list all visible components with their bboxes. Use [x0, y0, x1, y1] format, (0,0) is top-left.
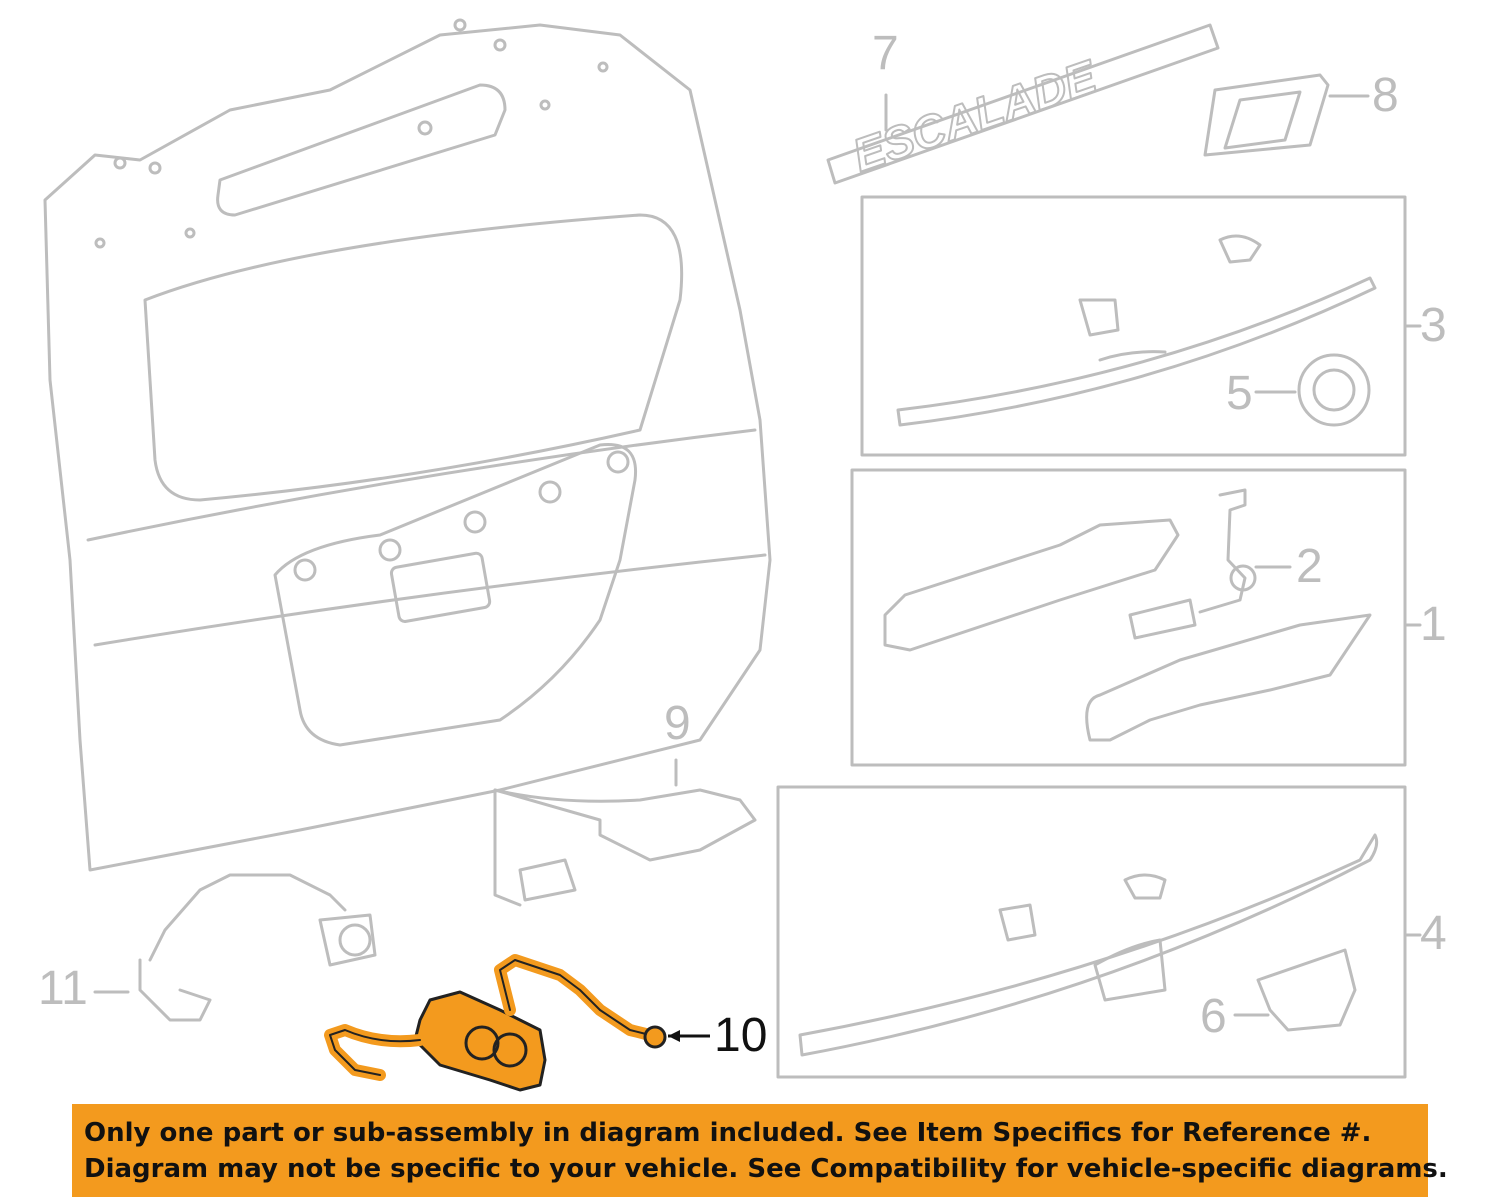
callout-10: 10 — [714, 1009, 768, 1062]
callout-3: 3 — [1420, 299, 1447, 352]
callout-8: 8 — [1372, 69, 1399, 122]
parts-diagram: ESCALADE — [43, 18, 1422, 1092]
group-box-3 — [860, 195, 1407, 457]
disclaimer-banner: Only one part or sub-assembly in diagram… — [72, 1104, 1448, 1197]
camera-harness — [138, 873, 377, 1022]
callout-11: 11 — [38, 962, 88, 1015]
disclaimer-line-2: Diagram may not be specific to your vehi… — [84, 1153, 1448, 1184]
callout-7: 7 — [872, 27, 899, 80]
lower-molding — [798, 833, 1379, 1057]
highlighted-part-10 — [324, 954, 667, 1092]
callout-5: 5 — [1226, 367, 1253, 420]
callout-4: 4 — [1420, 907, 1447, 960]
callout-2: 2 — [1296, 540, 1323, 593]
callout-10-arrowhead — [668, 1030, 680, 1042]
callout-1: 1 — [1420, 598, 1447, 651]
handle-assembly — [883, 488, 1372, 742]
license-lamp-harness — [493, 788, 757, 907]
callout-6: 6 — [1200, 990, 1227, 1043]
badge-emblem — [1203, 73, 1330, 157]
callout-9: 9 — [664, 697, 691, 750]
disclaimer-line-1: Only one part or sub-assembly in diagram… — [84, 1117, 1372, 1148]
group-box-1 — [850, 468, 1407, 767]
group-box-4 — [776, 785, 1407, 1079]
liftgate-panel — [43, 18, 772, 872]
upper-molding — [896, 234, 1377, 427]
